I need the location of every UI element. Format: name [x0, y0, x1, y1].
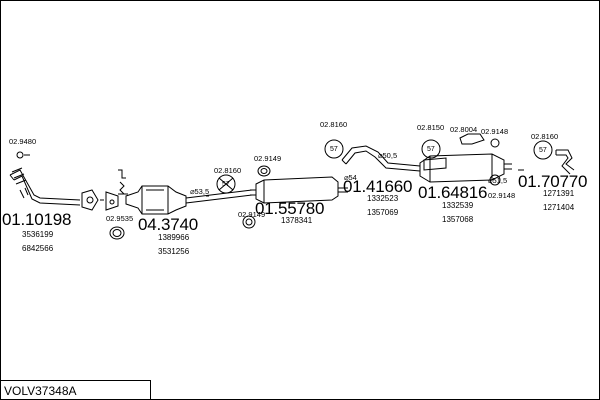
ref-middle-pipe-1: 1332523 — [367, 194, 399, 203]
clamp-ring-drawing — [242, 215, 256, 229]
hanger-number: 57 — [222, 181, 230, 188]
tail-pipe-drawing — [555, 149, 575, 175]
fitting-code: 02.9535 — [106, 214, 134, 223]
ref-rear-silencer-1: 1332539 — [442, 201, 474, 210]
fitting-code: 02.8150 — [417, 123, 445, 132]
fitting-code: 02.9149 — [254, 154, 282, 163]
rear-mount-drawing — [459, 133, 485, 145]
part-number-middle-silencer: 01.55780 — [255, 199, 325, 218]
fitting-code: 02.9149 — [238, 210, 266, 219]
fitting-code: 02.8004 — [450, 125, 478, 134]
part-number-rear-silencer: 01.64816 — [418, 183, 488, 202]
catalyst-drawing — [125, 185, 187, 215]
hanger-number: 57 — [427, 146, 435, 153]
bolt-drawing — [16, 151, 24, 159]
part-number-front-pipe: 01.10198 — [2, 210, 72, 229]
hanger-drawing — [216, 139, 553, 194]
spring-bolt-drawing — [118, 169, 128, 195]
gasket-ring-drawing — [109, 226, 125, 240]
fitting-code: 02.8160 — [214, 166, 242, 175]
middle-pipe-drawing — [341, 145, 421, 172]
ref-middle-pipe-2: 1357069 — [367, 208, 399, 217]
fitting-code: 02.8160 — [531, 132, 559, 141]
fitting-code: 02.9148 — [481, 127, 509, 136]
intermediate-pipe-drawing — [185, 189, 253, 204]
pipe-diameter-label: ⌀50,5 — [378, 151, 398, 160]
pipe-diameter-label: ⌀53,5 — [190, 187, 210, 196]
fitting-code: 02.8160 — [320, 120, 348, 129]
hanger-number: 57 — [330, 146, 338, 153]
ref-middle-silencer-1: 1378341 — [281, 216, 313, 225]
middle-silencer-drawing — [250, 176, 348, 204]
hanger-number: 57 — [539, 147, 547, 154]
ref-catalyst-2: 3531256 — [158, 247, 190, 256]
front-pipe-drawing — [9, 167, 81, 206]
fitting-code: 02.9148 — [488, 191, 516, 200]
ref-tail-pipe-1: 1271391 — [543, 189, 575, 198]
ref-front-pipe-2: 6842566 — [22, 244, 54, 253]
diagram-code: VOLV37348A — [4, 384, 77, 398]
pipe-diameter-label: ⌀54 — [344, 173, 357, 182]
fitting-code: 02.9480 — [9, 137, 37, 146]
part-number-catalyst: 04.3740 — [138, 215, 199, 234]
ref-front-pipe-1: 3536199 — [22, 230, 54, 239]
part-number-middle-pipe: 01.41660 — [343, 177, 413, 196]
ref-catalyst-1: 1389966 — [158, 233, 190, 242]
flange-drawing — [81, 189, 119, 211]
part-number-tail-pipe: 01.70770 — [518, 172, 588, 191]
pipe-diameter-label: ⌀51,5 — [488, 176, 508, 185]
ref-rear-silencer-2: 1357068 — [442, 215, 474, 224]
ref-tail-pipe-2: 1271404 — [543, 203, 575, 212]
diagram-code-box: VOLV37348A — [0, 380, 151, 400]
